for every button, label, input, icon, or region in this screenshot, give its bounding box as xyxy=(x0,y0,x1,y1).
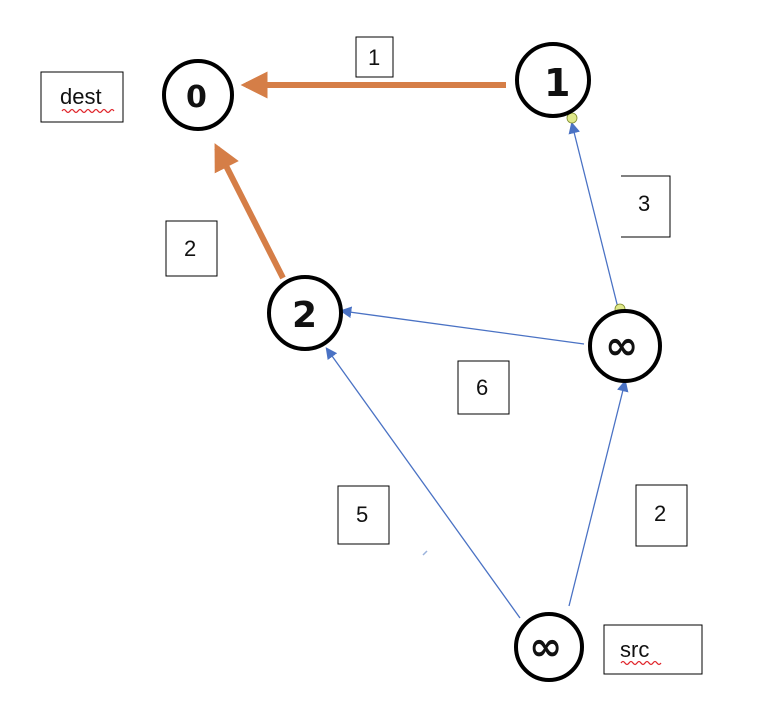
edge-weight: 1 xyxy=(368,45,380,70)
node-value: ∞ xyxy=(605,323,638,369)
stray-mark xyxy=(422,550,428,556)
src-label: src xyxy=(620,637,649,662)
weight-box-middle-right-to-top-right: 3 xyxy=(621,175,671,238)
node-src: ∞ xyxy=(514,612,584,682)
edge-middle-right-to-top-right xyxy=(568,121,619,309)
edge-src-to-middle-right xyxy=(568,379,629,607)
node-top-right: 1 xyxy=(515,42,591,118)
weight-box-middle-left-to-dest: 2 xyxy=(165,220,218,277)
node-dest: 0 xyxy=(162,59,234,131)
node-value: 2 xyxy=(292,295,317,336)
edge-weight: 2 xyxy=(184,236,196,261)
weight-box-middle-right-to-middle-left: 6 xyxy=(457,360,510,415)
connector-dot xyxy=(566,112,578,124)
edge-src-to-middle-left xyxy=(325,347,521,619)
spellcheck-underline xyxy=(61,108,115,114)
node-value: 0 xyxy=(186,80,207,115)
node-middle-left: 2 xyxy=(267,275,343,351)
dest-label-box: dest xyxy=(40,71,124,123)
weight-box-top-right-to-dest: 1 xyxy=(355,36,394,78)
node-middle-right: ∞ xyxy=(588,309,662,383)
spellcheck-underline xyxy=(620,660,662,666)
weight-box-src-to-middle-right: 2 xyxy=(635,484,688,547)
node-value: ∞ xyxy=(529,624,562,670)
edge-weight: 2 xyxy=(654,501,666,526)
edge-middle-left-to-dest xyxy=(214,143,286,280)
dest-label: dest xyxy=(60,84,102,109)
edge-weight: 6 xyxy=(476,375,488,400)
src-label-box: src xyxy=(603,624,703,675)
edge-weight: 5 xyxy=(356,502,368,527)
edge-weight: 3 xyxy=(638,191,650,216)
node-value: 1 xyxy=(544,61,570,105)
edge-middle-right-to-middle-left xyxy=(339,306,585,345)
weight-box-src-to-middle-left: 5 xyxy=(337,485,390,545)
